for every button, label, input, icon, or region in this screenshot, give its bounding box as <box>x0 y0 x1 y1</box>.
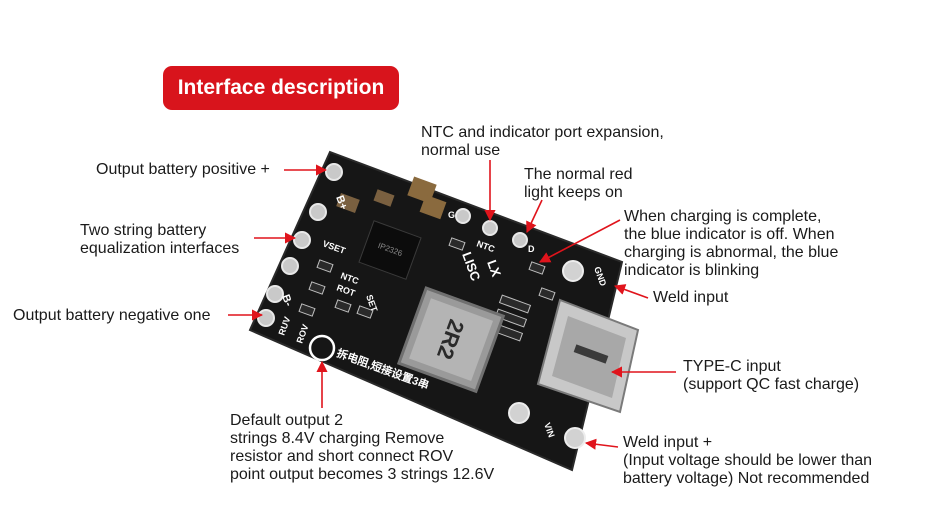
silk-b-plus: B+ <box>333 194 349 212</box>
arrow-red-light <box>526 199 543 234</box>
resistors <box>298 237 556 342</box>
silk-b-minus: B- <box>279 293 294 308</box>
arrow-weld-input-plus <box>584 438 619 450</box>
label-weld-input-gnd: Weld input <box>653 289 729 306</box>
arrow-charging-complete <box>539 219 621 263</box>
usb-c-connector <box>536 298 640 414</box>
label-battery-positive: Output battery positive + <box>96 161 270 178</box>
interface-description-title: Interface description <box>163 66 399 110</box>
capacitors <box>336 176 447 220</box>
left-pads <box>257 163 343 327</box>
label-weld-input-plus: Weld input +(Input voltage should be low… <box>623 434 873 487</box>
silk-g: G <box>448 210 455 220</box>
ic-chip: IP2326 <box>358 220 422 280</box>
label-battery-negative: Output battery negative one <box>13 307 211 324</box>
arrow-weld-input-gnd <box>613 284 649 299</box>
silk-vin: VIN <box>542 421 557 439</box>
label-charging-complete: When charging is complete,the blue indic… <box>624 208 839 279</box>
right-pads <box>508 260 586 449</box>
short-point-ring <box>308 334 336 362</box>
silk-d: D <box>528 244 535 254</box>
label-ntc-expansion: NTC and indicator port expansion,normal … <box>421 124 664 159</box>
silk-lx: LX <box>484 258 504 279</box>
inductor: 2R2 <box>396 286 506 394</box>
label-type-c: TYPE-C input(support QC fast charge) <box>683 358 860 393</box>
